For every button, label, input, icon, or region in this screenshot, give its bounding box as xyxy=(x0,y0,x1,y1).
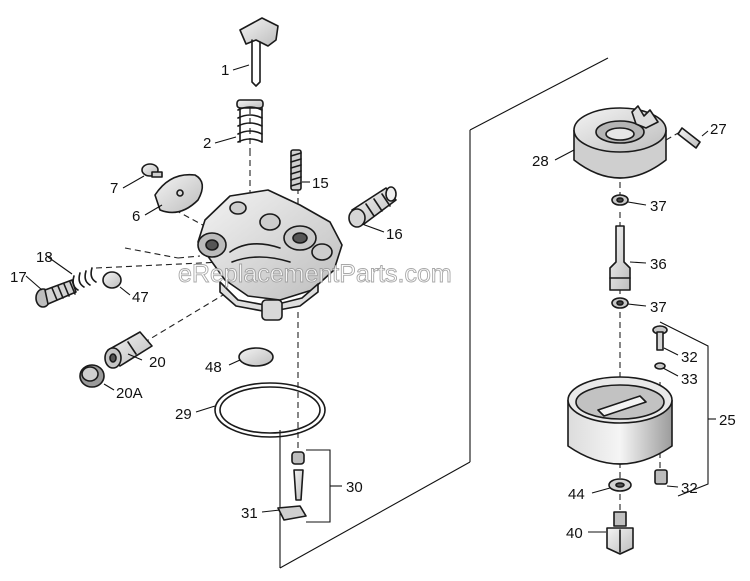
callout-37-lower: 37 xyxy=(650,299,667,316)
main-jet-part xyxy=(609,225,631,291)
watermark-text: eReplacementParts.com xyxy=(178,260,452,288)
callout-44: 44 xyxy=(568,486,585,503)
main-nozzle-part xyxy=(104,331,153,369)
float-pin-part xyxy=(677,127,701,149)
callout-31: 31 xyxy=(241,505,258,522)
fuel-inlet-fitting-part xyxy=(348,186,397,228)
callout-labels: 1 2 7 6 15 16 18 17 47 20 20A 48 29 30 3… xyxy=(10,62,736,542)
idle-screw-part xyxy=(290,149,302,191)
callout-32-upper: 32 xyxy=(681,349,698,366)
callout-29: 29 xyxy=(175,406,192,423)
callout-6: 6 xyxy=(132,208,140,225)
throttle-plate-screw-part xyxy=(141,163,163,178)
throttle-plate-part xyxy=(154,173,204,214)
callout-15: 15 xyxy=(312,175,329,192)
bowl-nut-part xyxy=(654,469,668,485)
callout-32-lower: 32 xyxy=(681,480,698,497)
welch-plug-part xyxy=(102,271,122,289)
callout-36: 36 xyxy=(650,256,667,273)
callout-20: 20 xyxy=(149,354,166,371)
idle-mixture-screw-part xyxy=(35,267,97,308)
callout-20a: 20A xyxy=(116,385,143,402)
float-bowl-part xyxy=(567,376,673,465)
callout-28: 28 xyxy=(532,153,549,170)
callout-2: 2 xyxy=(203,135,211,152)
bowl-washer-part xyxy=(608,478,632,492)
washer-upper-part xyxy=(611,194,629,206)
bowl-screw-part xyxy=(652,325,668,370)
choke-spring-part xyxy=(236,99,264,143)
callout-40: 40 xyxy=(566,525,583,542)
callout-47: 47 xyxy=(132,289,149,306)
callout-48: 48 xyxy=(205,359,222,376)
callout-27: 27 xyxy=(710,121,727,138)
callout-7: 7 xyxy=(110,180,118,197)
callout-1: 1 xyxy=(221,62,229,79)
carburetor-body-part xyxy=(197,189,343,321)
washer-lower-part xyxy=(611,297,629,309)
bowl-seal-disc-part xyxy=(238,347,274,367)
choke-lever-part xyxy=(239,17,279,87)
inlet-needle-part xyxy=(277,451,307,521)
float-part xyxy=(573,105,667,179)
callout-17: 17 xyxy=(10,269,27,286)
bowl-gasket-part xyxy=(214,382,326,438)
callout-30: 30 xyxy=(346,479,363,496)
bowl-drain-nut-part xyxy=(606,511,634,555)
callout-33: 33 xyxy=(681,371,698,388)
callout-25: 25 xyxy=(719,412,736,429)
callout-37-upper: 37 xyxy=(650,198,667,215)
callout-18: 18 xyxy=(36,249,53,266)
nozzle-cap-part xyxy=(79,364,105,388)
section-divider-frame xyxy=(279,57,609,569)
callout-leaders xyxy=(25,64,716,533)
callout-16: 16 xyxy=(386,226,403,243)
